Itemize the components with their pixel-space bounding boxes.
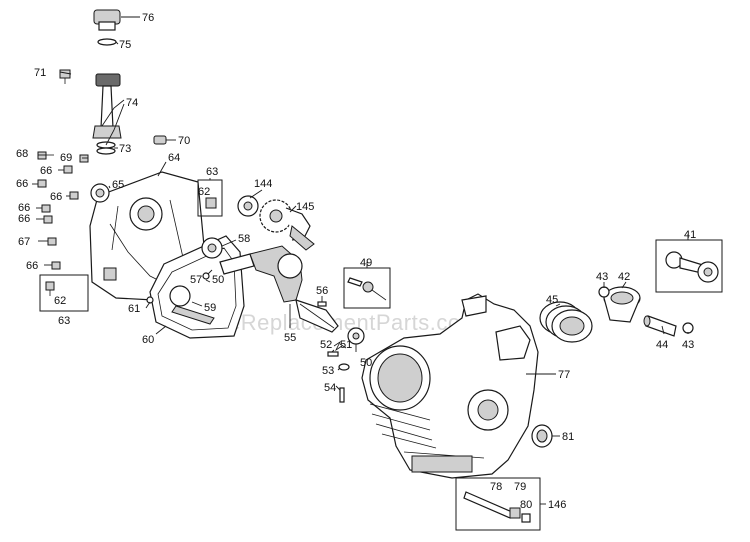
callout-77: 77 xyxy=(558,369,570,381)
callout-55: 55 xyxy=(284,332,296,344)
callout-44: 44 xyxy=(656,339,668,351)
dowel-pin-57[interactable] xyxy=(202,272,210,280)
callout-58: 58 xyxy=(238,233,250,245)
callout-66g: 66 xyxy=(26,260,38,272)
cover-bolt-66d[interactable] xyxy=(41,204,51,213)
pin-54[interactable] xyxy=(339,387,345,403)
pin-52[interactable] xyxy=(327,351,339,357)
governor-part-62b[interactable] xyxy=(205,197,217,209)
callout-43a: 43 xyxy=(596,271,608,283)
callout-63b: 63 xyxy=(206,166,218,178)
callout-62b: 62 xyxy=(198,186,210,198)
oil-seal-81[interactable] xyxy=(531,424,553,448)
callout-57: 57 xyxy=(190,274,202,286)
callout-145: 145 xyxy=(296,201,314,213)
drain-plug[interactable] xyxy=(153,135,167,145)
piston-rings[interactable] xyxy=(539,301,593,343)
crankshaft-key[interactable] xyxy=(317,301,327,307)
callout-75: 75 xyxy=(119,39,131,51)
callout-66b: 66 xyxy=(16,178,28,190)
callout-61: 61 xyxy=(128,303,140,315)
callout-66a: 66 xyxy=(40,165,52,177)
governor-part-62a[interactable] xyxy=(45,281,55,296)
callout-65: 65 xyxy=(112,179,124,191)
oil-seal-50[interactable] xyxy=(347,327,365,345)
cover-bolt-68[interactable] xyxy=(37,151,54,160)
callout-71: 71 xyxy=(34,67,46,79)
callout-79: 79 xyxy=(514,481,526,493)
callout-81: 81 xyxy=(562,431,574,443)
piston-clip-43a[interactable] xyxy=(598,286,610,298)
cover-bolt-66g[interactable] xyxy=(51,261,61,270)
callout-62a: 62 xyxy=(54,295,66,307)
callout-74: 74 xyxy=(126,97,138,109)
callout-45: 45 xyxy=(546,294,558,306)
governor-shaft[interactable] xyxy=(347,277,387,301)
connecting-rod[interactable] xyxy=(665,251,719,283)
callout-67: 67 xyxy=(18,236,30,248)
cover-bolt-69[interactable] xyxy=(79,154,89,163)
camshaft-gear[interactable] xyxy=(259,199,315,251)
callout-144: 144 xyxy=(254,178,272,190)
crankshaft[interactable] xyxy=(219,245,339,333)
callout-54: 54 xyxy=(324,382,336,394)
callout-box-41 xyxy=(655,239,723,293)
leader-lines xyxy=(32,16,689,505)
callout-60: 60 xyxy=(142,334,154,346)
cover-bolt-66c[interactable] xyxy=(69,191,79,200)
cover-bolt-66b[interactable] xyxy=(37,179,47,188)
callout-76: 76 xyxy=(142,12,154,24)
dowel-pin-61[interactable] xyxy=(146,296,154,304)
callout-68: 68 xyxy=(16,148,28,160)
piston[interactable] xyxy=(603,286,641,323)
cover-bolt-67[interactable] xyxy=(47,237,57,246)
callout-70: 70 xyxy=(178,135,190,147)
callout-53: 53 xyxy=(322,365,334,377)
piston-clip-43b[interactable] xyxy=(682,322,694,334)
callout-146: 146 xyxy=(548,499,566,511)
callout-box-63a xyxy=(39,274,89,312)
callout-59: 59 xyxy=(204,302,216,314)
callout-63a: 63 xyxy=(58,315,70,327)
callout-66e: 66 xyxy=(18,213,30,225)
governor-arm-shaft[interactable] xyxy=(463,491,531,523)
oil-dipstick[interactable] xyxy=(92,9,122,155)
callout-80: 80 xyxy=(520,499,532,511)
callout-51: 51 xyxy=(340,339,352,351)
camshaft-bearing[interactable] xyxy=(237,195,259,217)
callout-49: 49 xyxy=(360,257,372,269)
callout-43b: 43 xyxy=(682,339,694,351)
washer-53[interactable] xyxy=(338,363,350,371)
callout-41: 41 xyxy=(684,229,696,241)
main-bearing[interactable] xyxy=(201,237,223,259)
callout-73: 73 xyxy=(119,143,131,155)
callout-66c: 66 xyxy=(50,191,62,203)
callout-52: 52 xyxy=(320,339,332,351)
callout-69: 69 xyxy=(60,152,72,164)
callout-56: 56 xyxy=(316,285,328,297)
callout-66d: 66 xyxy=(18,202,30,214)
callout-78: 78 xyxy=(490,481,502,493)
engine-block[interactable] xyxy=(361,293,539,479)
spring-51[interactable] xyxy=(333,340,343,352)
piston-pin[interactable] xyxy=(643,315,677,337)
callout-64: 64 xyxy=(168,152,180,164)
oil-seal[interactable] xyxy=(90,183,110,203)
callout-50a: 50 xyxy=(212,274,224,286)
cover-bolt-66a[interactable] xyxy=(63,165,73,174)
callout-50b: 50 xyxy=(360,357,372,369)
cover-bolt-66e[interactable] xyxy=(43,215,53,224)
governor-assembly[interactable] xyxy=(169,285,215,325)
callout-42: 42 xyxy=(618,271,630,283)
